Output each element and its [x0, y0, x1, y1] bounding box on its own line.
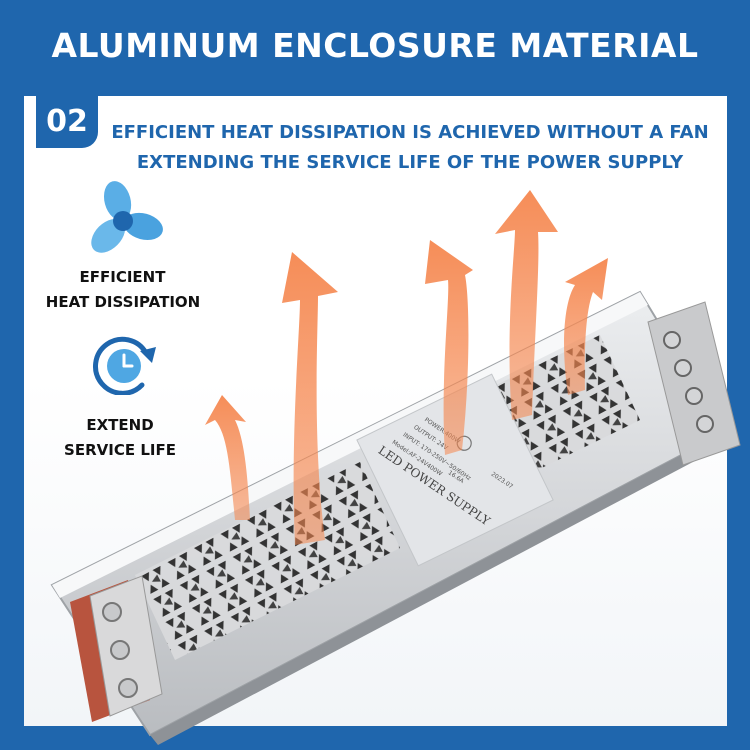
heat-arrow-3: [425, 240, 473, 455]
heat-arrow-4: [495, 190, 558, 420]
feature-1-line-1: EFFICIENT: [79, 268, 166, 286]
headline-line-2: EXTENDING THE SERVICE LIFE OF THE POWER …: [136, 152, 684, 173]
page-title: ALUMINUM ENCLOSURE MATERIAL: [51, 26, 699, 65]
heat-arrows: [205, 190, 608, 545]
feature-2-line-2: SERVICE LIFE: [64, 441, 176, 459]
terminal-block-right: [647, 301, 741, 466]
headline-line-1: EFFICIENT HEAT DISSIPATION IS ACHIEVED W…: [111, 122, 709, 143]
terminal-block-left: [70, 575, 163, 722]
heat-arrow-2: [282, 252, 338, 545]
vent-mesh-left: [135, 462, 400, 660]
spec-label: LED POWER SUPPLY Model:AF-24V400W INPUT:…: [356, 373, 554, 567]
feature-1-line-2: HEAT DISSIPATION: [45, 293, 201, 311]
clock-refresh-icon: [80, 333, 170, 396]
step-badge: 02: [36, 96, 98, 148]
heat-arrow-1: [205, 395, 250, 520]
heat-arrow-5: [564, 258, 608, 395]
fan-icon: [80, 178, 166, 264]
feature-2-line-1: EXTEND: [86, 416, 154, 434]
